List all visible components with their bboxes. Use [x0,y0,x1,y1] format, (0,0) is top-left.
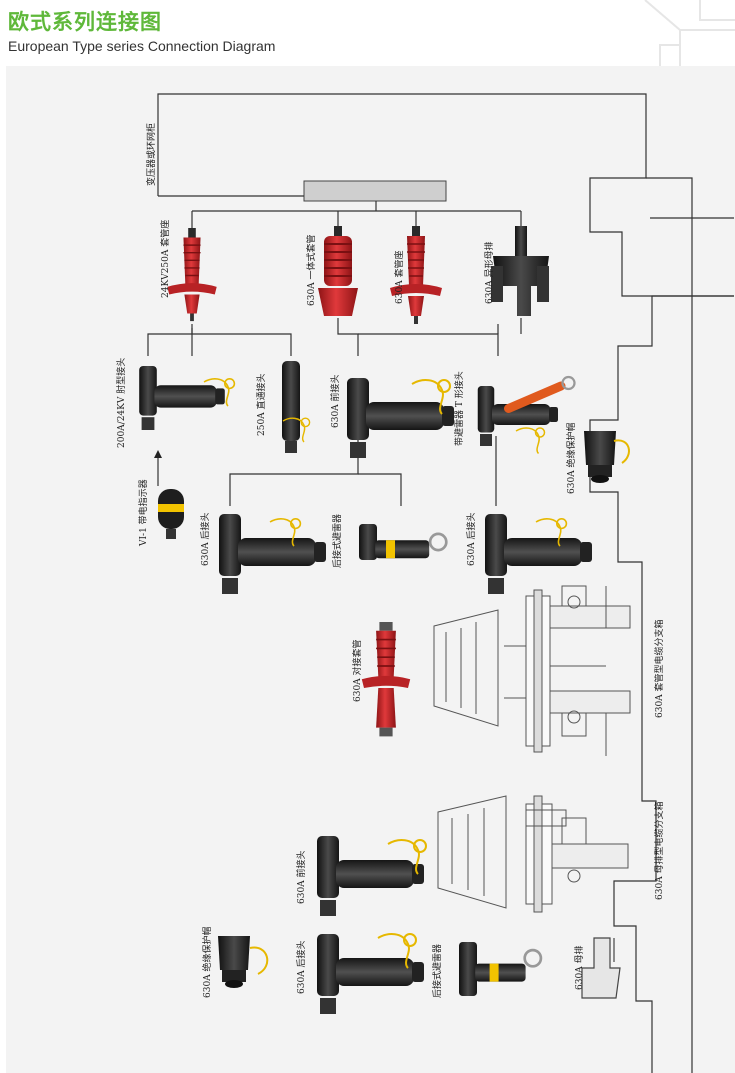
label-bushing-250: 24KV250A 套管座 [161,219,171,298]
rear-630-left-icon [219,514,326,594]
integral-bushing-icon [318,226,358,316]
front-630-bottom-icon [317,836,427,916]
corner-decoration [644,0,735,66]
insul-cap-bottom-icon [218,936,269,988]
front-630-top-icon [347,378,454,458]
label-integral-bushing: 630A 一体式套管 [307,234,317,306]
indicator-arrow [154,450,162,458]
busbar-bottom-icon [581,937,621,999]
label-front-630-top: 630A 前接头 [331,374,341,428]
title-english: European Type series Connection Diagram [8,38,276,54]
insul-cap-top-icon [584,431,630,483]
elbow-200-icon [139,366,236,430]
label-rear-arrester-mid: 后接式避雷器 [333,513,343,568]
label-branch-box-busbar: 630A 母排型电缆分支箱 [655,801,665,900]
rear-630-bottom-icon [317,933,424,1014]
label-insul-cap-top: 630A 绝缘保护帽 [567,422,577,494]
diagram-panel: 变压器或环网柜 24KV250A 套管座 630A 一体式套管 630A 套管座… [6,66,735,1073]
label-transformer: 变压器或环网柜 [147,122,157,186]
transformer-block [303,180,447,202]
label-insul-cap-bottom: 630A 绝缘保护帽 [203,926,213,998]
connection-diagram [139,93,734,1073]
label-elbow-200: 200A/24KV 肘型接头 [117,357,127,448]
enclosure-outline [157,93,734,1073]
label-arrester-t: 带避雷器 T 形接头 [455,371,465,446]
label-rear-630-left: 630A 后接头 [201,512,211,566]
rear-630-right-icon [485,514,592,594]
busbar-top-icon [491,226,549,316]
label-front-630-bottom: 630A 前接头 [297,850,307,904]
label-coupling-bushing: 630A 对接套管 [353,639,363,702]
branch-box-bushing-drawing [433,585,631,756]
label-rear-630-right: 630A 后接头 [467,512,477,566]
rear-arrester-mid-icon [359,524,448,560]
straight-250-icon [282,361,311,453]
label-straight-250: 250A 直通接头 [257,373,267,436]
label-bushing-630: 630A 套管座 [395,250,405,304]
rear-arrester-bottom-icon [459,942,543,996]
arrester-t-icon [477,375,576,455]
title-chinese: 欧式系列连接图 [8,10,162,34]
coupling-bushing-icon [361,622,411,737]
label-branch-box-bushing: 630A 套管型电缆分支箱 [655,619,665,718]
branch-box-busbar-drawing [437,795,629,913]
label-indicator: VI-1 带电指示器 [139,479,149,546]
bushing-250-icon [166,227,218,322]
indicator-icon [158,489,184,539]
label-rear-arrester-bottom: 后接式避雷器 [433,943,443,998]
label-busbar-top: 630A 异形母排 [485,241,495,304]
label-rear-630-bottom: 630A 后接头 [297,940,307,994]
label-busbar-bottom: 630A 母排 [575,945,585,990]
